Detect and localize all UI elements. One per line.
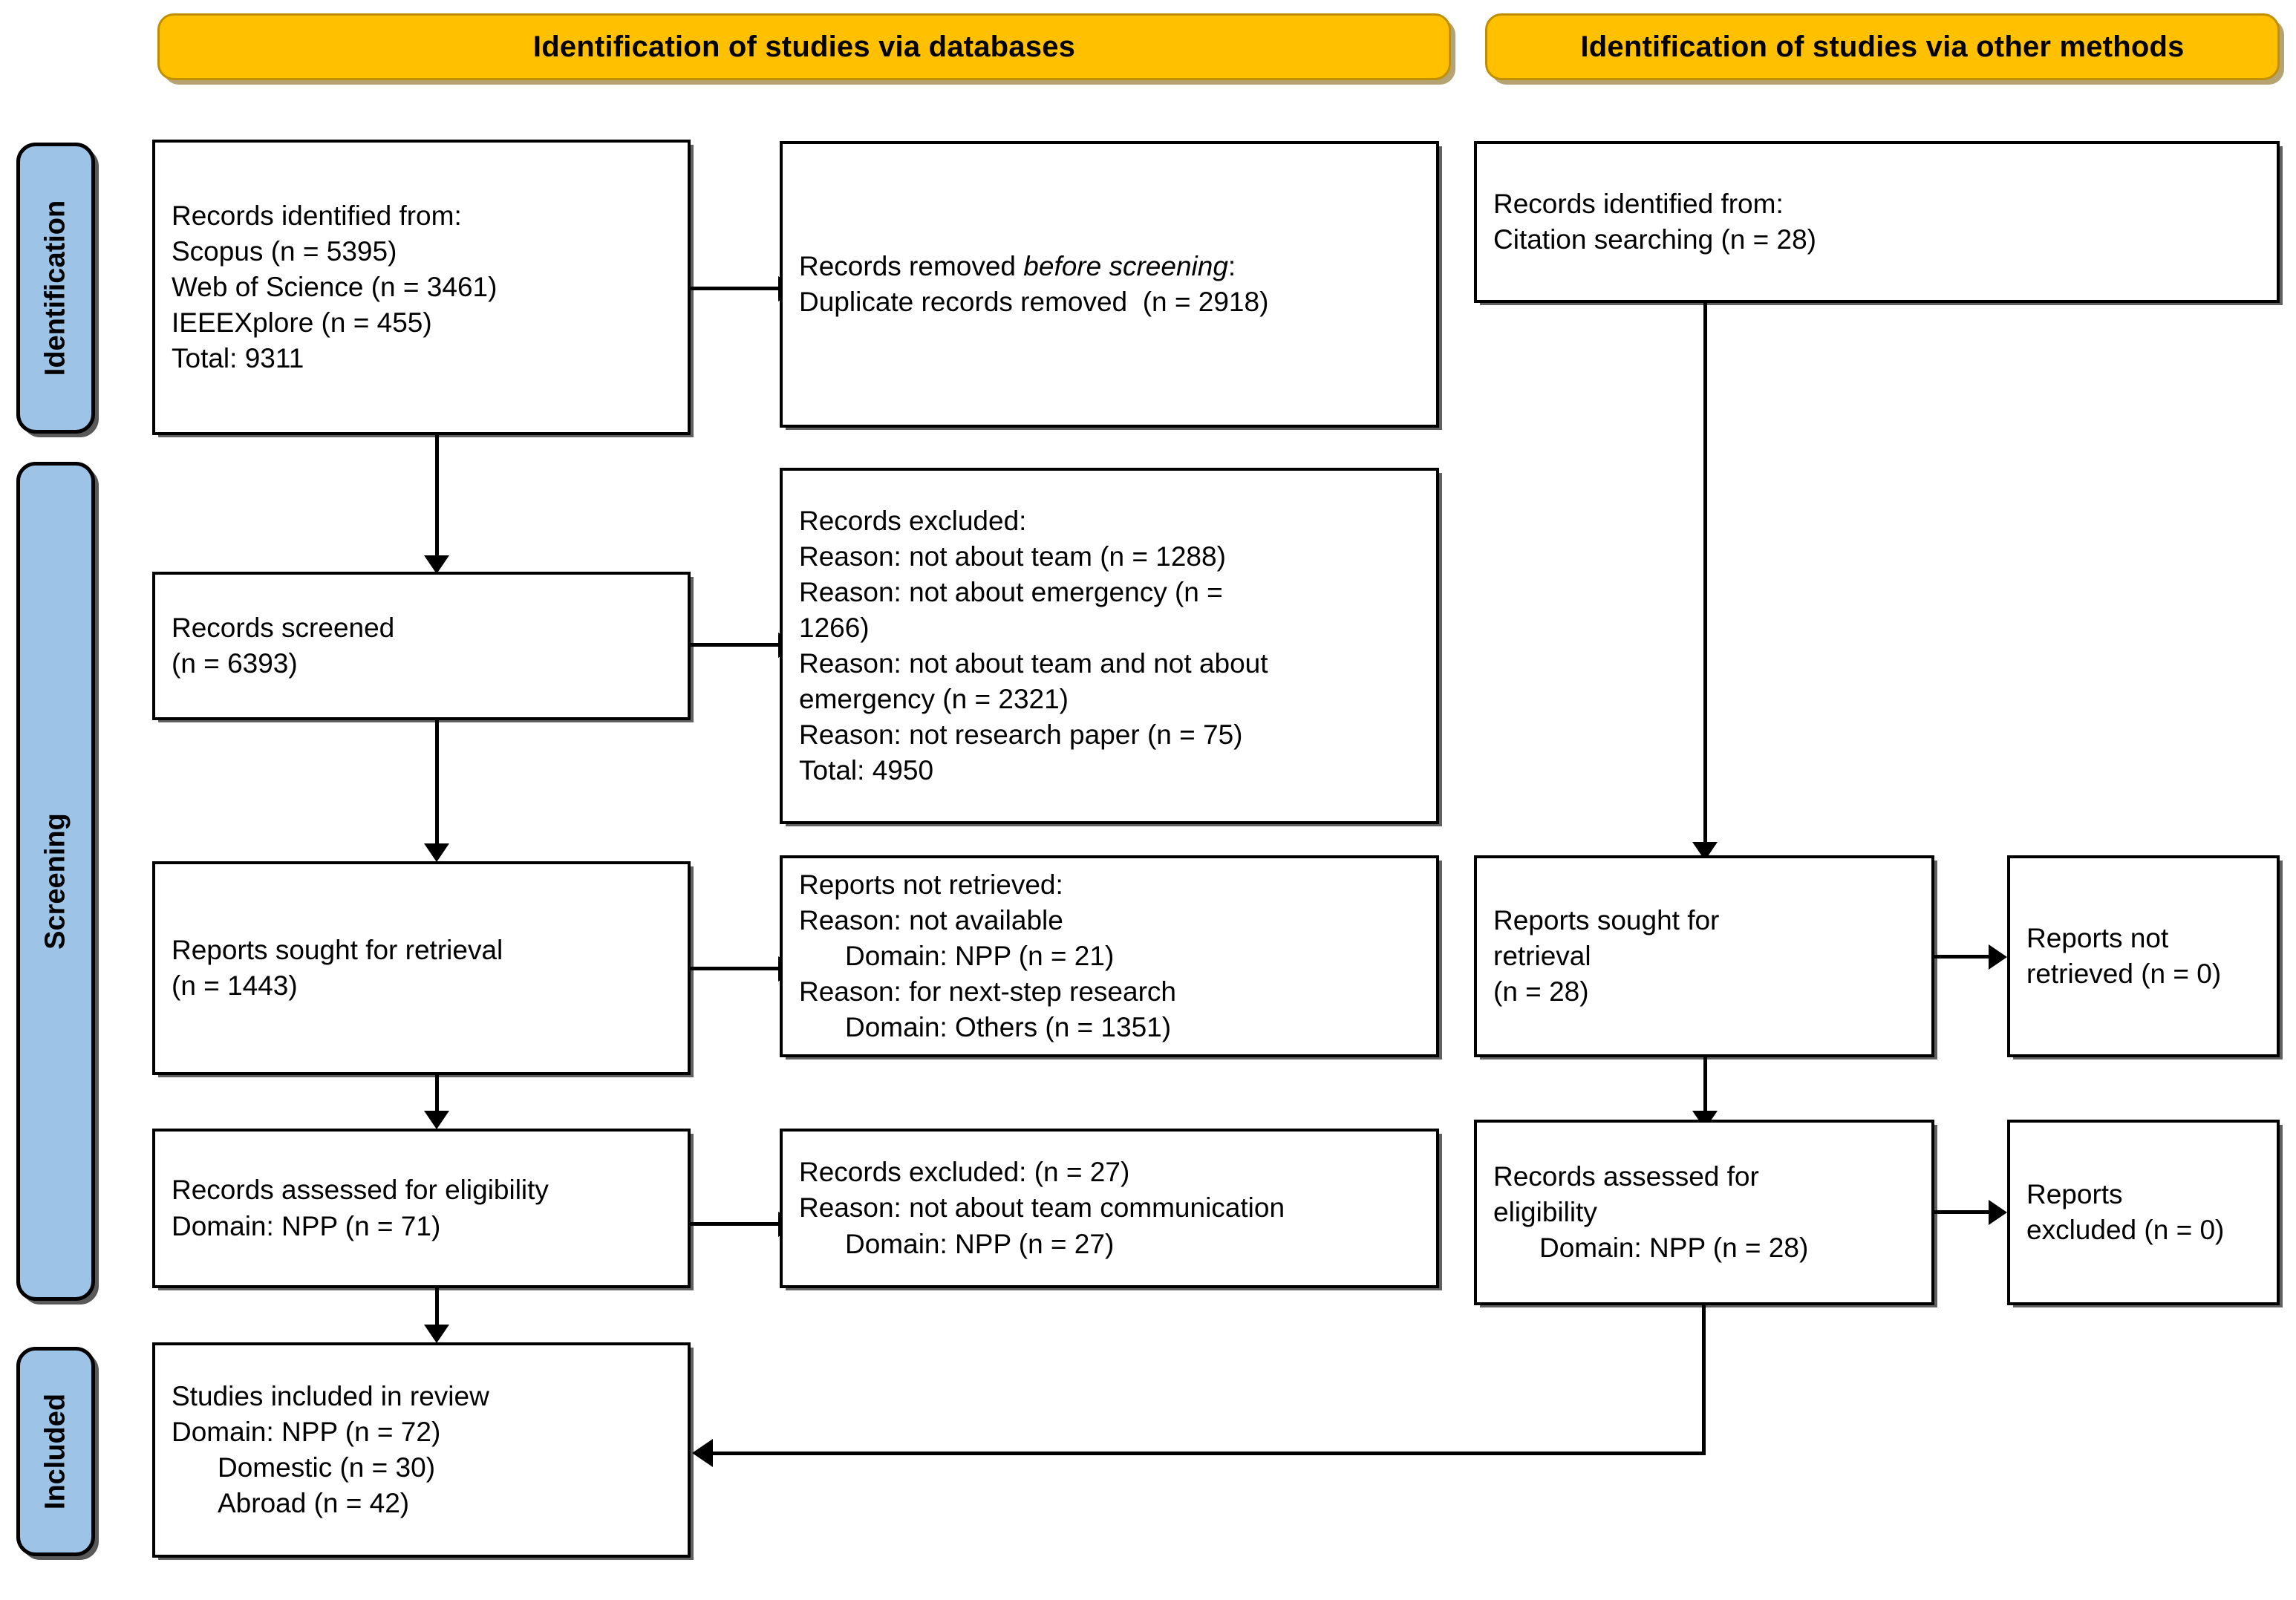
connector-other-assessed-elbow-horizontal [713,1452,1704,1455]
records-excluded-screen-line-6: emergency (n = 2321) [799,684,1069,715]
box-records-identified-databases: Records identified from: Scopus (n = 539… [152,140,691,435]
records-screened-line-1: Records screened [172,612,395,643]
records-removed-italic: before screening [1023,250,1228,281]
box-reports-not-retrieved-other-methods: Reports not retrieved (n = 0) [2007,855,2280,1057]
reports-not-retrieved-db-line-1: Reports not retrieved: [799,869,1063,900]
records-identified-db-line-2: Scopus (n = 5395) [172,235,397,267]
banner-databases: Identification of studies via databases [157,13,1451,80]
studies-included-line-1: Studies included in review [172,1380,489,1411]
records-excluded-screen-line-4: 1266) [799,612,870,643]
arrowhead-other-sought-to-not-retrieved [1989,944,2007,970]
records-identified-db-line-1: Records identified from: [172,200,462,231]
box-records-assessed-databases: Records assessed for eligibility Domain:… [152,1129,691,1288]
records-identified-other-line-1: Records identified from: [1493,188,1784,219]
connector-other-assessed-elbow-vertical [1702,1305,1706,1455]
records-excluded-screen-line-2: Reason: not about team (n = 1288) [799,541,1226,572]
banner-other-methods-label: Identification of studies via other meth… [1580,30,2185,63]
connector-sought-to-not-retrieved [691,967,780,970]
arrowhead-assessed-to-included [424,1325,449,1343]
stage-included-label: Included [39,1393,71,1510]
box-records-screened: Records screened (n = 6393) [152,572,691,720]
box-records-excluded-eligibility: Records excluded: (n = 27) Reason: not a… [780,1129,1439,1288]
reports-sought-db-line-1: Reports sought for retrieval [172,934,503,965]
records-excluded-elig-line-1: Records excluded: (n = 27) [799,1157,1130,1188]
records-removed-prefix: Records removed [799,250,1024,281]
connector-screened-to-excluded [691,643,780,647]
stage-screening: Screening [16,462,95,1301]
connector-other-sought-to-assessed [1703,1057,1707,1120]
box-studies-included-in-review: Studies included in review Domain: NPP (… [152,1342,691,1558]
reports-not-retrieved-other-line-1: Reports not [2026,922,2169,953]
studies-included-line-4: Abroad (n = 42) [218,1488,410,1519]
connector-other-assessed-to-excluded [1934,1210,1991,1214]
reports-not-retrieved-db-line-4: Reason: for next-step research [799,976,1176,1008]
records-assessed-db-line-1: Records assessed for eligibility [172,1175,549,1206]
box-records-identified-other-methods: Records identified from: Citation search… [1474,141,2280,303]
arrowhead-other-assessed-to-included [692,1439,713,1467]
stage-identification-label: Identification [39,200,71,376]
records-excluded-elig-line-3: Domain: NPP (n = 27) [845,1228,1115,1259]
reports-excluded-other-line-2: excluded (n = 0) [2026,1215,2225,1245]
records-assessed-other-line-2: eligibility [1493,1196,1597,1227]
reports-excluded-other-line-1: Reports [2026,1178,2123,1209]
records-identified-db-line-5: Total: 9311 [172,343,304,374]
connector-assessed-to-excluded [691,1222,780,1226]
records-assessed-other-line-1: Records assessed for [1493,1160,1759,1192]
studies-included-line-3: Domestic (n = 30) [218,1452,436,1483]
records-identified-other-line-2: Citation searching (n = 28) [1493,224,1816,255]
arrowhead-other-assessed-to-excluded [1989,1200,2007,1225]
reports-sought-other-line-3: (n = 28) [1493,976,1589,1008]
studies-included-line-2: Domain: NPP (n = 72) [172,1416,441,1447]
records-assessed-db-line-2: Domain: NPP (n = 71) [172,1210,441,1241]
stage-included: Included [16,1347,95,1556]
records-excluded-screen-line-7: Reason: not research paper (n = 75) [799,719,1243,751]
box-records-excluded-screening: Records excluded: Reason: not about team… [780,468,1439,824]
reports-not-retrieved-db-line-5: Domain: Others (n = 1351) [845,1012,1172,1043]
reports-not-retrieved-db-line-3: Domain: NPP (n = 21) [845,940,1115,971]
connector-other-sought-to-not-retrieved [1934,955,1991,959]
records-removed-line-2: Duplicate records removed (n = 2918) [799,287,1269,317]
connector-identified-to-screened [435,435,439,566]
reports-sought-other-line-2: retrieval [1493,940,1591,971]
records-excluded-screen-line-1: Records excluded: [799,505,1027,536]
reports-sought-other-line-1: Reports sought for [1493,904,1720,935]
records-identified-db-line-3: Web of Science (n = 3461) [172,271,498,302]
records-excluded-screen-line-5: Reason: not about team and not about [799,648,1268,679]
stage-identification: Identification [16,143,95,434]
box-reports-sought-other-methods: Reports sought for retrieval (n = 28) [1474,855,1934,1057]
reports-not-retrieved-other-line-2: retrieved (n = 0) [2026,959,2222,989]
records-excluded-screen-line-3: Reason: not about emergency (n = [799,576,1223,607]
records-assessed-other-line-3: Domain: NPP (n = 28) [1539,1232,1809,1264]
stage-screening-label: Screening [39,813,71,950]
reports-sought-db-line-2: (n = 1443) [172,970,298,1001]
records-identified-db-line-4: IEEEXplore (n = 455) [172,307,432,339]
connector-screened-to-sought [435,720,439,854]
arrowhead-sought-to-assessed [424,1111,449,1129]
box-records-assessed-other-methods: Records assessed for eligibility Domain:… [1474,1120,1934,1305]
box-reports-sought-databases: Reports sought for retrieval (n = 1443) [152,861,691,1075]
records-excluded-screen-line-8: Total: 4950 [799,755,934,786]
records-excluded-elig-line-2: Reason: not about team communication [799,1192,1285,1224]
banner-databases-label: Identification of studies via databases [532,30,1076,63]
connector-other-identified-to-sought [1703,303,1707,852]
arrowhead-screened-to-sought [424,843,449,862]
arrowhead-identified-to-screened [424,555,449,574]
banner-other-methods: Identification of studies via other meth… [1485,13,2280,80]
records-removed-line-1: Records removed before screening: [799,249,1420,284]
box-reports-excluded-other-methods: Reports excluded (n = 0) [2007,1120,2280,1305]
reports-not-retrieved-db-line-2: Reason: not available [799,904,1063,935]
connector-sought-to-assessed [435,1075,439,1120]
records-removed-suffix: : [1227,250,1236,281]
connector-assessed-to-included [435,1288,439,1333]
box-records-removed-before-screening: Records removed before screening: Duplic… [780,141,1439,428]
records-screened-line-2: (n = 6393) [172,648,298,679]
connector-identified-to-removed [691,287,780,290]
box-reports-not-retrieved-databases: Reports not retrieved: Reason: not avail… [780,855,1439,1057]
